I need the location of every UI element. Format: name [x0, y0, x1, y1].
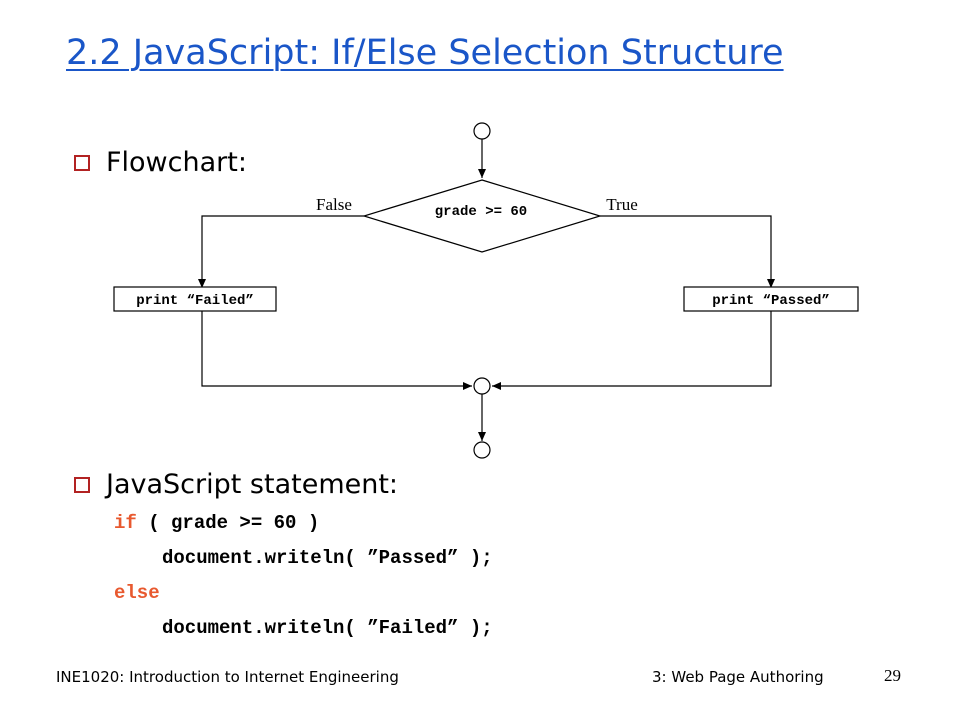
checkbox-bullet-icon — [74, 154, 90, 171]
true-label: True — [606, 195, 638, 214]
checkbox-bullet-icon — [74, 476, 90, 493]
bullet-javascript-statement: JavaScript statement: — [74, 469, 398, 500]
failed-merge-line — [201, 311, 472, 390]
start-node — [473, 122, 491, 140]
code-condition: ( grade >= 60 ) — [136, 512, 320, 534]
passed-action-box — [683, 286, 859, 312]
code-line-2: document.writeln( ”Passed” ); — [162, 547, 493, 569]
failed-action-box — [113, 286, 277, 312]
slide-title: 2.2 JavaScript: If/Else Selection Struct… — [66, 33, 784, 73]
true-branch-line — [600, 215, 775, 288]
false-branch-line — [198, 215, 364, 288]
code-line-3: else — [114, 582, 160, 604]
bullet-flowchart: Flowchart: — [74, 147, 247, 178]
bullet-javascript-text: JavaScript statement: — [106, 469, 399, 500]
footer-course: INE1020: Introduction to Internet Engine… — [56, 668, 399, 686]
failed-action-text: print “Failed” — [136, 293, 254, 309]
decision-diamond — [361, 179, 603, 253]
footer-chapter: 3: Web Page Authoring — [652, 668, 824, 686]
passed-merge-line — [492, 311, 772, 390]
merge-node — [473, 377, 491, 395]
false-label: False — [316, 195, 352, 214]
decision-condition: grade >= 60 — [435, 204, 527, 220]
passed-action-text: print “Passed” — [712, 293, 830, 309]
code-line-4: document.writeln( ”Failed” ); — [162, 617, 493, 639]
page-number: 29 — [884, 666, 901, 685]
keyword-else: else — [114, 582, 160, 604]
keyword-if: if — [114, 512, 137, 534]
bullet-flowchart-text: Flowchart: — [106, 147, 247, 178]
end-node — [473, 441, 491, 459]
code-line-1: if ( grade >= 60 ) — [114, 512, 319, 534]
